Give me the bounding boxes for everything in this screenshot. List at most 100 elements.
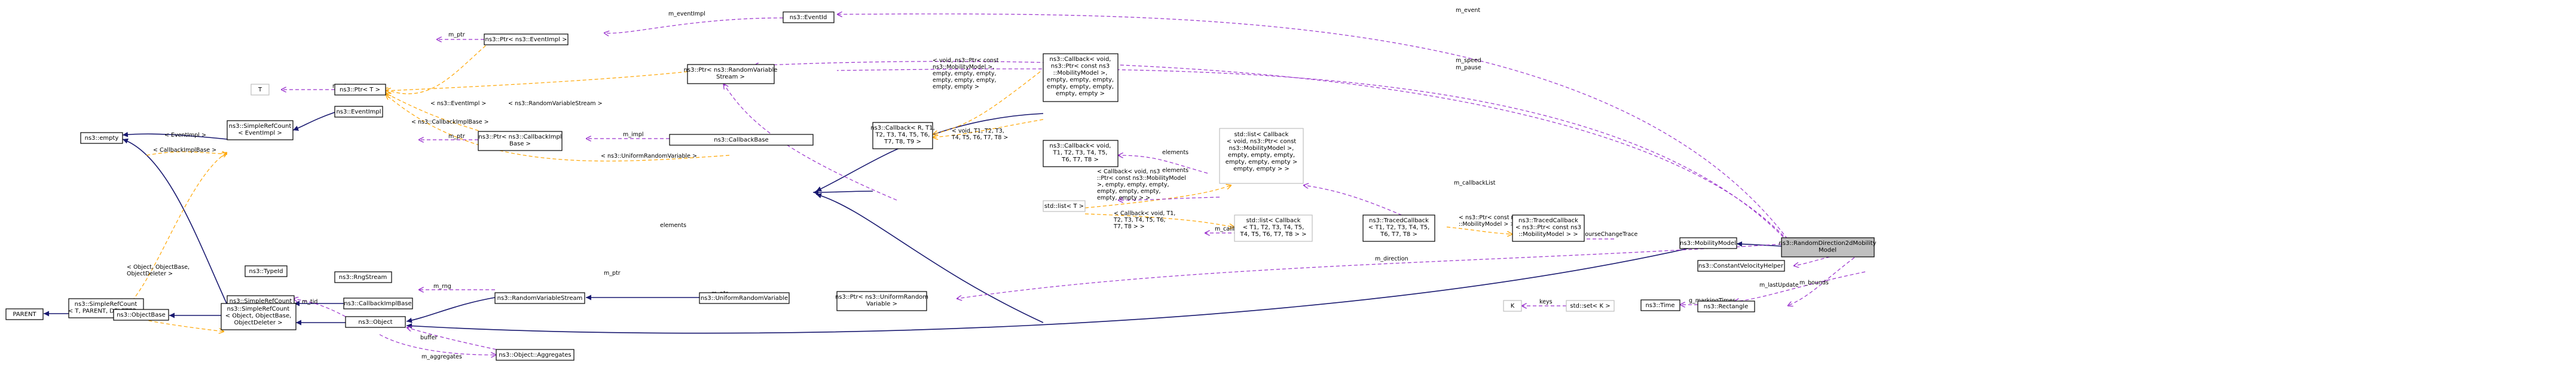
label-line: ns3::CallbackBase — [714, 137, 768, 143]
node-label: ns3::ConstantVelocityHelper — [1698, 263, 1784, 269]
edge-inherit-rvs-object — [406, 297, 496, 323]
label-line: ns3::UniformRandomVariable — [701, 295, 788, 302]
node-constantvelocityhelper[interactable]: ns3::ConstantVelocityHelper — [1697, 260, 1785, 272]
label-line: ns3::TracedCallback — [1369, 217, 1429, 224]
node-k[interactable]: K — [1503, 300, 1522, 312]
label-line: < Callback< void, T1, — [1114, 210, 1175, 217]
node-callback-r-t1[interactable]: ns3::Callback< R, T1,T2, T3, T4, T5, T6,… — [870, 122, 935, 149]
node-callbackbase[interactable]: ns3::CallbackBase — [669, 134, 814, 146]
node-label: ns3::TracedCallback< T1, T2, T3, T4, T5,… — [1368, 217, 1430, 238]
label-line: < T1, T2, T3, T4, T5, — [1243, 225, 1304, 231]
label-line: < EventImpl > — [238, 130, 282, 137]
node-object[interactable]: ns3::Object — [345, 316, 406, 328]
label-line: K — [1511, 303, 1515, 309]
node-callback-void-ptr-mobility[interactable]: ns3::Callback< void,ns3::Ptr< const ns3:… — [1043, 53, 1119, 102]
node-parent[interactable]: PARENT — [5, 308, 44, 320]
edge-inherit-eventImpl-srcEI — [292, 112, 335, 131]
label-line: m_callbackList — [1454, 180, 1496, 186]
edge-tpl-ptrEI — [383, 41, 491, 94]
node-stdlist-callback-mobility[interactable]: std::list< Callback< void, ns3::Ptr< con… — [1219, 128, 1304, 184]
node-ptr-eventimpl[interactable]: ns3::Ptr< ns3::EventImpl > — [484, 33, 569, 45]
edge-use-m_event — [837, 14, 1788, 240]
label-line: std::list< Callback — [1234, 131, 1289, 138]
node-label: ns3::SimpleRefCount< EventImpl > — [229, 123, 292, 137]
edge-label-e30: m_rng — [433, 283, 451, 290]
label-line: ns3::Ptr< ns3::UniformRandom — [835, 294, 928, 300]
label-line: ::MobilityModel > > — [1518, 231, 1578, 238]
node-label: std::list< Callback< void, ns3::Ptr< con… — [1226, 131, 1298, 173]
label-line: ns3::Rectangle — [1704, 303, 1748, 310]
node-eventimpl[interactable]: ns3::EventImpl — [334, 106, 383, 118]
label-line: buffer — [420, 335, 437, 341]
edge-inherit-cbR-cbBase — [812, 189, 873, 195]
label-line: Variable > — [866, 301, 897, 308]
edge-use-buffer — [407, 327, 497, 350]
node-objectbase[interactable]: ns3::ObjectBase — [113, 309, 169, 321]
label-line: elements — [1162, 149, 1188, 156]
label-line: m_speed — [1456, 57, 1481, 64]
label-line: < Callback< void, ns3 — [1097, 168, 1160, 175]
node-simplerefcount-object[interactable]: ns3::SimpleRefCount< Object, ObjectBase,… — [221, 303, 297, 330]
node-time[interactable]: ns3::Time — [1640, 299, 1680, 311]
node-ptr-t[interactable]: ns3::Ptr< T > — [334, 84, 386, 96]
label-line: T2, T3, T4, T5, T6, — [875, 132, 930, 139]
edge-label-e8: < Object, ObjectBase,ObjectDeleter > — [127, 264, 190, 277]
label-line: < CallbackImplBase > — [153, 147, 216, 154]
node-uniformrandomvariable[interactable]: ns3::UniformRandomVariable — [699, 292, 790, 304]
label-line: ns3::SimpleRefCount — [227, 306, 290, 312]
node-typeid[interactable]: ns3::TypeId — [245, 265, 288, 277]
node-label: ns3::Object — [358, 319, 392, 326]
label-line: empty, empty, empty, — [933, 77, 997, 84]
label-line: Base > — [509, 141, 531, 148]
node-randomvariablestream[interactable]: ns3::RandomVariableStream — [494, 292, 585, 304]
label-line: m_lastUpdate — [1759, 282, 1799, 289]
edge-label-e10: < Callback< void, ns3::Ptr< const ns3::M… — [1097, 168, 1186, 201]
node-stdlist-t[interactable]: std::list< T > — [1043, 200, 1086, 212]
node-eventid[interactable]: ns3::EventId — [783, 11, 835, 23]
node-stdset-k[interactable]: std::set< K > — [1566, 300, 1615, 312]
node-rectangle[interactable]: ns3::Rectangle — [1697, 300, 1755, 312]
node-tracedcallback-ptr-mobility[interactable]: ns3::TracedCallback< ns3::Ptr< const ns3… — [1512, 214, 1585, 242]
node-object-aggregates[interactable]: ns3::Object::Aggregates — [496, 349, 575, 361]
node-callback-void-t1[interactable]: ns3::Callback< void,T1, T2, T3, T4, T5,T… — [1043, 140, 1119, 167]
node-empty[interactable]: ns3::empty — [80, 132, 123, 144]
node-tracedcallback-t1[interactable]: ns3::TracedCallback< T1, T2, T3, T4, T5,… — [1362, 214, 1435, 242]
label-line: ns3::SimpleRefCount — [229, 123, 292, 130]
node-mobilitymodel[interactable]: ns3::MobilityModel — [1679, 237, 1737, 249]
label-line: Model — [1819, 247, 1836, 254]
label-line: T — [258, 87, 262, 93]
node-label: ns3::Ptr< ns3::EventImpl > — [485, 36, 567, 43]
label-line: m_pause — [1456, 65, 1481, 71]
node-label: std::set< K > — [1570, 303, 1610, 309]
node-rngstream[interactable]: ns3::RngStream — [334, 271, 392, 283]
node-stdlist-callback-t1[interactable]: std::list< Callback< T1, T2, T3, T4, T5,… — [1234, 214, 1313, 242]
label-line: < void, ns3::Ptr< const — [933, 57, 999, 64]
label-line: m_ptr — [448, 133, 465, 140]
edge-use-m_helper — [1793, 250, 1860, 266]
label-line: T7, T8 > > — [1113, 223, 1145, 230]
label-line: ns3::Time — [1645, 302, 1674, 309]
label-line: empty, empty, empty, — [1097, 188, 1161, 195]
node-label: T — [258, 87, 262, 93]
label-line: ns3::Ptr< ns3::RandomVariable — [684, 67, 778, 73]
node-simplerefcount-eventimpl[interactable]: ns3::SimpleRefCount< EventImpl > — [227, 120, 294, 140]
edge-label-e29: m_direction — [1375, 256, 1408, 262]
edge-label-e1: < EventImpl > — [164, 132, 206, 139]
edge-label-e4: < ns3::CallbackImplBase > — [411, 119, 489, 125]
edge-label-e33: m_aggregates — [421, 354, 462, 360]
node-label: ns3::CallbackImplBase — [344, 300, 411, 307]
label-line: < ns3::EventImpl > — [430, 100, 486, 107]
edge-tpl-stdListCb — [1084, 185, 1232, 208]
node-t[interactable]: T — [250, 84, 270, 96]
label-line: T4, T5, T6, T7, T8 > — [951, 134, 1008, 141]
edge-label-e23: elements — [1162, 149, 1188, 156]
edge-tpl-ptrURV — [386, 94, 730, 162]
edge-tpl-tcbPtr — [1446, 226, 1512, 234]
node-callbackimplbase[interactable]: ns3::CallbackImplBase — [343, 298, 413, 309]
